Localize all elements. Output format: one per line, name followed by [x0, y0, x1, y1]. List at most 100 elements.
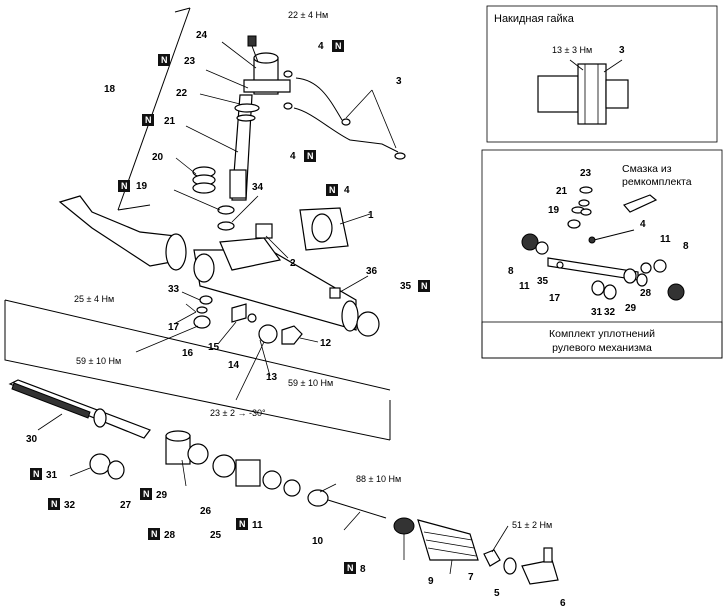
label-21: 21 — [164, 116, 176, 127]
label-4c: 4 — [344, 185, 350, 196]
ring-29 — [187, 443, 209, 465]
steering-rack-housing — [58, 195, 359, 332]
inset-kit-11-left: 11 — [519, 281, 530, 292]
inset-kit-32: 32 — [604, 307, 616, 318]
label-14: 14 — [228, 360, 240, 371]
nut-33 — [199, 295, 213, 305]
oring-17 — [196, 306, 208, 314]
torque-51: 51 ± 2 Нм — [512, 520, 552, 530]
inset-kit-4: 4 — [640, 219, 646, 230]
plug-13 — [258, 324, 278, 344]
clip-5 — [503, 557, 517, 575]
n-marker-11: N — [236, 518, 248, 530]
valve-housing-24 — [243, 52, 291, 95]
clamp-2 — [255, 223, 273, 239]
n-marker-8: N — [344, 562, 356, 574]
torque-59-left: 59 ± 10 Нм — [76, 356, 121, 366]
bearing-20 — [192, 166, 216, 194]
torque-59-right: 59 ± 10 Нм — [288, 378, 333, 388]
label-4a: 4 — [318, 41, 324, 52]
label-19: 19 — [136, 181, 148, 192]
inset-kit-31: 31 — [591, 307, 603, 318]
svg-text:N: N — [347, 563, 354, 573]
label-31: 31 — [46, 470, 58, 481]
ring-11 — [283, 479, 301, 497]
n-marker-29: N — [140, 488, 152, 500]
inset-kit-29: 29 — [625, 303, 637, 314]
oring-4-top — [283, 70, 293, 78]
oring-4-mid — [283, 102, 293, 110]
label-6: 6 — [560, 598, 566, 609]
svg-text:N: N — [143, 489, 150, 499]
inset-nut-box — [486, 5, 718, 143]
inset-kit-11-right: 11 — [660, 234, 671, 245]
label-35: 35 — [400, 281, 412, 292]
inset-kit-8-left: 8 — [508, 266, 514, 277]
inner-tie-rod-10 — [307, 489, 387, 519]
inset-grease-line2: ремкомплекта — [622, 176, 692, 188]
label-20: 20 — [152, 152, 164, 163]
label-12: 12 — [320, 338, 332, 349]
n-marker-19: N — [118, 180, 130, 192]
label-15: 15 — [208, 342, 220, 353]
ring-32 — [107, 460, 125, 480]
svg-text:N: N — [239, 519, 246, 529]
n-marker-4a: N — [332, 40, 344, 52]
torque-25: 25 ± 4 Нм — [74, 294, 114, 304]
svg-text:N: N — [335, 41, 342, 51]
seal-19 — [217, 205, 235, 215]
label-17: 17 — [168, 322, 180, 333]
n-marker-31: N — [30, 468, 42, 480]
bushing-26 — [235, 459, 261, 487]
svg-text:N: N — [121, 181, 128, 191]
label-23: 23 — [184, 56, 196, 67]
label-4b: 4 — [290, 151, 296, 162]
ring-31 — [89, 453, 111, 475]
locknut-12 — [281, 325, 303, 345]
label-29: 29 — [156, 490, 168, 501]
n-marker-28: N — [148, 528, 160, 540]
inset-kit-caption-box — [481, 321, 723, 359]
seal-25 — [262, 470, 282, 490]
pinion-shaft-21 — [229, 94, 260, 201]
inset-kit-23: 23 — [580, 168, 592, 179]
torque-23-angle: 23 ± 2 → -30° — [210, 408, 266, 418]
n-marker-4c: N — [326, 184, 338, 196]
label-34: 34 — [252, 182, 264, 193]
label-10: 10 — [312, 536, 324, 547]
mount-bushing-1 — [299, 207, 349, 251]
n-marker-35: N — [418, 280, 430, 292]
inset-nut-part-3: 3 — [619, 45, 625, 56]
leader-lines — [37, 41, 509, 575]
clamp-8 — [393, 517, 415, 535]
label-16: 16 — [182, 348, 194, 359]
label-25: 25 — [210, 530, 222, 541]
inset-kit-21: 21 — [556, 186, 568, 197]
label-24: 24 — [196, 30, 208, 41]
inset-kit-caption-line2: рулевого механизма — [552, 342, 652, 354]
pressure-lines-3 — [293, 77, 406, 160]
torque-88: 88 ± 10 Нм — [356, 474, 401, 484]
locknut-7 — [483, 549, 501, 567]
inset-kit-caption-line1: Комплект уплотнений — [549, 328, 655, 340]
ring-28 — [212, 454, 236, 478]
inset-kit-28: 28 — [640, 288, 652, 299]
adjuster-16 — [193, 315, 211, 329]
bracket-18-top — [174, 7, 191, 13]
svg-text:N: N — [151, 529, 158, 539]
label-5: 5 — [494, 588, 500, 599]
label-30: 30 — [26, 434, 38, 445]
lower-section-frame — [4, 300, 391, 441]
yoke-15 — [231, 303, 247, 323]
label-26: 26 — [200, 506, 212, 517]
inset-grease-line1: Смазка из — [622, 163, 672, 175]
label-11: 11 — [252, 520, 263, 531]
label-27: 27 — [120, 500, 132, 511]
new-part-markers: N N N N N N N N N N N N N — [30, 40, 430, 574]
inset-union-nut — [537, 59, 629, 125]
torque-22: 22 ± 4 Нм — [288, 10, 328, 20]
bracket-18-bottom — [117, 204, 151, 211]
label-9: 9 — [428, 576, 434, 587]
breather-36 — [329, 287, 341, 299]
